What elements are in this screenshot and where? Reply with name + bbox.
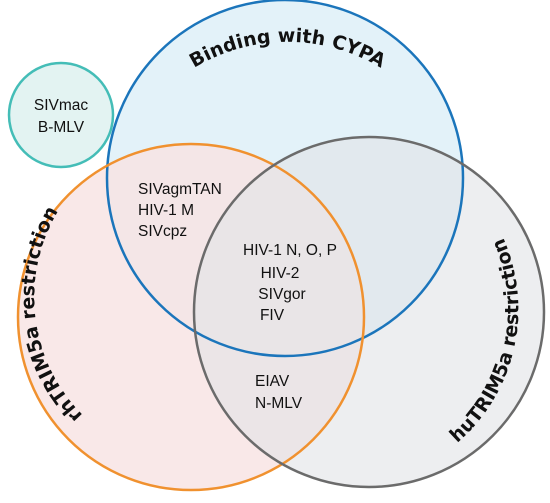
outside-outline [7,61,115,169]
cypa-rh-item: HIV-1 M [138,202,194,219]
all-three-item: SIVgor [258,286,305,303]
outside-item: B-MLV [38,119,85,136]
all-three-item: HIV-1 N, O, P [243,242,337,259]
rh-hu-item: EIAV [255,373,290,390]
cypa-rh-item: SIVagmTAN [138,181,222,198]
hu-outline [192,135,546,489]
outside-item: SIVmac [34,97,89,114]
outside-circle [9,63,113,167]
hu-circle [194,137,544,487]
rh-outline [16,142,366,492]
all-three-item: FIV [260,307,285,324]
cypa-rh-item: SIVcpz [138,223,187,240]
all-three-item: HIV-2 [261,265,300,282]
cypa-outline [105,0,465,358]
rh-hu-item: N-MLV [255,395,303,412]
